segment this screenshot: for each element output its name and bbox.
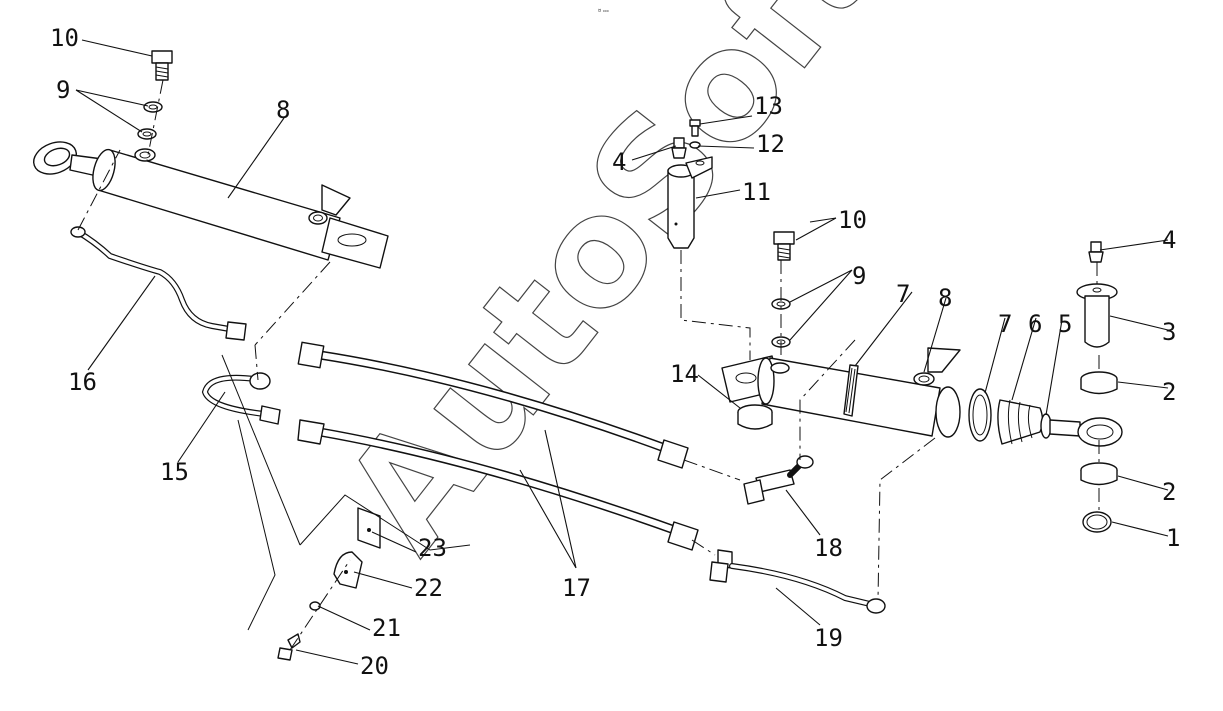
left-cylinder [32, 141, 389, 269]
callout-7-left: 7 [896, 280, 910, 308]
grease-nipple-4-upper [671, 137, 687, 159]
callout-10-left: 10 [50, 24, 79, 52]
callout-2-upper: 2 [1162, 378, 1176, 406]
callout-4-right: 4 [1162, 226, 1176, 254]
callout-3: 3 [1162, 318, 1176, 346]
callout-8-right: 8 [938, 284, 952, 312]
tube-15 [201, 372, 281, 425]
callout-20: 20 [360, 652, 389, 680]
callout-11: 11 [742, 178, 771, 206]
callout-2-lower: 2 [1162, 478, 1176, 506]
left-bolt-10 [151, 50, 173, 81]
tee-fitting-19 [709, 549, 886, 614]
callout-16: 16 [68, 368, 97, 396]
washer-12 [689, 141, 701, 149]
callout-22: 22 [414, 574, 443, 602]
callout-13: 13 [754, 92, 783, 120]
callout-12: 12 [756, 130, 785, 158]
washer-21 [309, 601, 321, 611]
dust-boot-6 [997, 399, 1044, 445]
left-washers-9 [137, 101, 163, 140]
bushing-2-upper [1080, 371, 1118, 395]
callout-4-upper: 4 [612, 148, 626, 176]
callout-21: 21 [372, 614, 401, 642]
callout-17: 17 [562, 574, 591, 602]
watermark: AutoSoft [311, 0, 908, 583]
header-mark: ¤ ₀₀₀ [598, 8, 609, 14]
right-bolt-10 [773, 231, 795, 261]
hose-17-lower [297, 419, 699, 551]
bracket-outline [221, 354, 471, 631]
pin-3 [1076, 283, 1118, 348]
callout-1: 1 [1166, 524, 1180, 552]
callout-6: 6 [1028, 310, 1042, 338]
callout-8-left: 8 [276, 96, 290, 124]
pin-11 [667, 156, 713, 249]
clamp-22 [333, 551, 363, 589]
callout-23: 23 [418, 534, 447, 562]
callout-7-right: 7 [998, 310, 1012, 338]
hose-17-upper [297, 341, 689, 469]
rod-eye [1049, 417, 1123, 447]
screw-13 [689, 119, 701, 137]
callout-14: 14 [670, 360, 699, 388]
leader-lines [75, 39, 1169, 665]
callout-9-right: 9 [852, 262, 866, 290]
right-cylinder [721, 347, 961, 438]
callout-19: 19 [814, 624, 843, 652]
callout-15: 15 [160, 458, 189, 486]
callout-10-right: 10 [838, 206, 867, 234]
seal-ring-7 [968, 388, 992, 442]
callout-5: 5 [1058, 310, 1072, 338]
tube-16 [70, 226, 247, 341]
watermark-text: AutoSoft [311, 0, 907, 582]
center-lines [77, 79, 1100, 651]
callout-9-left: 9 [56, 76, 70, 104]
grease-nipple-4-right [1088, 241, 1104, 263]
circlip-1 [1082, 511, 1112, 533]
bolt-20 [277, 633, 301, 661]
bushing-2-lower [1080, 462, 1118, 486]
callout-labels: 10 9 8 16 15 23 22 21 20 17 18 19 13 12 … [50, 24, 1180, 680]
callout-18: 18 [814, 534, 843, 562]
spacer-14 [737, 404, 773, 430]
tee-fitting-18 [743, 455, 814, 505]
